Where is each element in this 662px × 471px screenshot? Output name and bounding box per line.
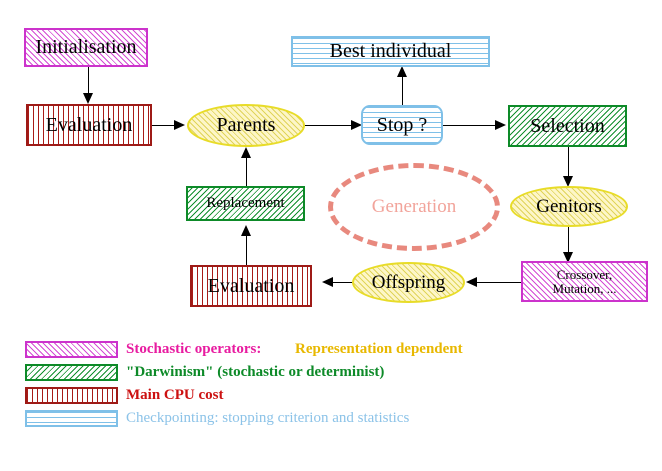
arrowhead-crossover-to-offspring — [466, 277, 477, 287]
legend-row-main-cpu-cost: Main CPU cost — [0, 384, 662, 407]
connector-parents-to-stop — [305, 125, 357, 126]
node-best-individual[interactable]: Best individual — [291, 36, 490, 67]
node-evaluation-top-label: Evaluation — [45, 113, 133, 136]
legend-label-representation-dependent: Representation dependent — [295, 341, 463, 357]
connector-evaluation-to-replacement — [246, 232, 247, 266]
arrowhead-offspring-to-evaluation — [322, 277, 333, 287]
generation-annotation: Generation — [328, 163, 500, 251]
legend-label-stochastic-operators: Stochastic operators: — [126, 341, 262, 357]
legend-swatch-green-diagonal-hatch — [25, 364, 118, 381]
legend-swatch-red-vertical-stripes — [25, 387, 118, 404]
node-offspring[interactable]: Offspring — [352, 262, 465, 303]
arrowhead-evaluation-to-replacement — [241, 225, 251, 236]
arrowhead-evaluation-to-parents — [174, 120, 185, 130]
connector-stop-to-selection — [443, 125, 501, 126]
legend-swatch-blue-horizontal-stripes — [25, 410, 118, 427]
node-offspring-label: Offspring — [371, 271, 446, 293]
arrowhead-stop-to-best-individual — [397, 66, 407, 77]
node-crossover-mutation-label-line2: Mutation, ... — [552, 280, 617, 296]
arrowhead-stop-to-selection — [495, 120, 506, 130]
legend-swatch-magenta-diagonal-hatch — [25, 341, 118, 358]
generation-label: Generation — [371, 196, 457, 217]
legend-row-darwinism: "Darwinism" (stochastic or determinist) — [0, 361, 662, 384]
connector-genitors-to-crossover — [568, 226, 569, 254]
node-replacement[interactable]: Replacement — [186, 186, 305, 221]
arrowhead-genitors-to-crossover — [563, 252, 573, 263]
arrowhead-parents-to-stop — [351, 120, 362, 130]
node-crossover-mutation[interactable]: Crossover, Mutation, ... — [521, 261, 648, 302]
legend-row-stochastic-operators: Stochastic operators: Representation dep… — [0, 338, 662, 361]
node-evaluation-bottom-label: Evaluation — [207, 274, 295, 297]
legend-label-main-cpu-cost: Main CPU cost — [126, 387, 224, 403]
node-selection[interactable]: Selection — [508, 105, 627, 147]
node-best-individual-label: Best individual — [329, 40, 452, 62]
connector-evaluation-to-parents — [152, 125, 180, 126]
arrowhead-replacement-to-parents — [241, 147, 251, 158]
node-parents[interactable]: Parents — [187, 104, 305, 147]
node-replacement-label: Replacement — [206, 194, 285, 211]
node-genitors[interactable]: Genitors — [510, 186, 628, 227]
legend-row-checkpointing: Checkpointing: stopping criterion and st… — [0, 407, 662, 430]
connector-initialisation-to-evaluation — [88, 67, 89, 95]
legend-label-darwinism: "Darwinism" (stochastic or determinist) — [126, 364, 385, 380]
connector-offspring-to-evaluation — [330, 282, 364, 283]
connector-crossover-to-offspring — [472, 282, 522, 283]
node-evaluation-bottom[interactable]: Evaluation — [190, 265, 312, 307]
connector-replacement-to-parents — [246, 154, 247, 186]
connector-stop-to-best-individual — [402, 73, 403, 106]
arrowhead-selection-to-genitors — [563, 176, 573, 187]
connector-selection-to-genitors — [568, 147, 569, 179]
node-initialisation-label: Initialisation — [35, 36, 137, 58]
node-initialisation[interactable]: Initialisation — [24, 28, 148, 67]
node-genitors-label: Genitors — [536, 195, 602, 217]
node-parents-label: Parents — [216, 114, 276, 136]
arrowhead-initialisation-to-evaluation — [83, 93, 93, 104]
node-crossover-mutation-label-line1: Crossover, — [556, 266, 613, 282]
node-stop-label: Stop ? — [376, 113, 428, 136]
legend-label-checkpointing: Checkpointing: stopping criterion and st… — [126, 410, 410, 426]
node-stop[interactable]: Stop ? — [361, 105, 443, 145]
legend: Stochastic operators: Representation dep… — [0, 338, 662, 430]
node-selection-label: Selection — [530, 114, 605, 137]
node-evaluation-top[interactable]: Evaluation — [26, 104, 152, 146]
